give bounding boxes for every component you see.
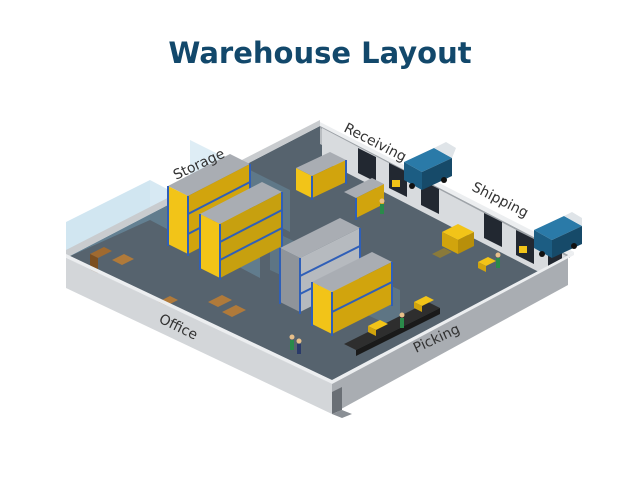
dock-door-box xyxy=(392,180,400,187)
dock-door xyxy=(358,148,376,182)
conveyor xyxy=(344,296,440,356)
office-furniture xyxy=(90,247,246,317)
storage-racks xyxy=(167,154,283,280)
back-wall-right-top xyxy=(320,122,574,255)
dock-wall xyxy=(320,126,570,258)
glass-partition-office-back xyxy=(66,180,150,258)
dock-door xyxy=(421,180,439,214)
dock-wall-face xyxy=(322,128,566,286)
entrance-step xyxy=(332,410,352,418)
dock-door xyxy=(484,213,502,247)
receiving-truck xyxy=(404,142,456,190)
pallets xyxy=(432,224,496,272)
front-wall-right-top xyxy=(332,252,574,384)
page-title: Warehouse Layout xyxy=(168,36,472,70)
dock-door-box xyxy=(519,246,527,253)
workers xyxy=(289,198,501,354)
shipping-truck xyxy=(534,212,582,258)
entrance-door xyxy=(332,387,342,414)
center-racks xyxy=(279,218,393,336)
front-wall-left xyxy=(66,258,332,414)
front-wall-right xyxy=(332,255,568,414)
front-wall-left-top xyxy=(66,254,332,384)
receiving-racks xyxy=(296,152,384,220)
